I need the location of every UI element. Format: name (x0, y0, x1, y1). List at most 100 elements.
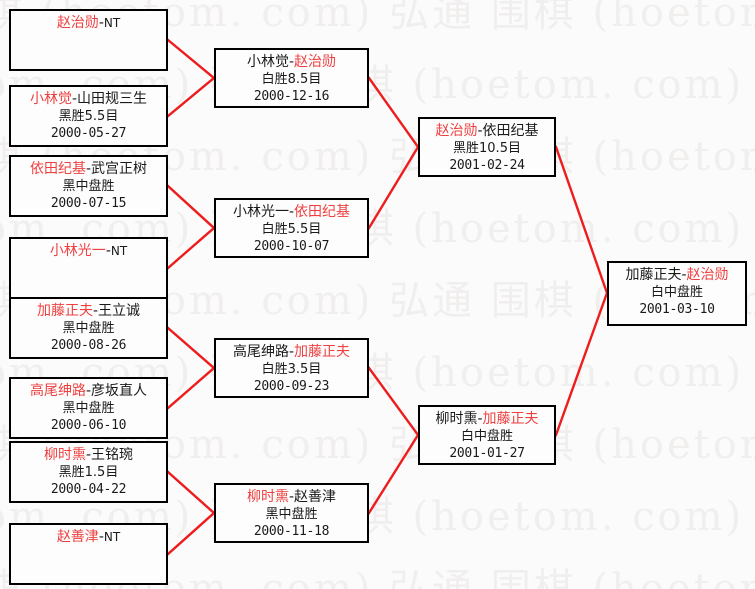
link-r1m4-r2m2 (166, 226, 216, 270)
match-date: 2000-08-26 (50, 337, 127, 353)
match-result: 白胜3.5目 (261, 361, 322, 377)
player-left: 赵治勋 (56, 15, 99, 31)
match-players: 小林光一-NT (11, 243, 166, 261)
player-left: 加藤正夫 (36, 303, 93, 319)
match-date: 2000-11-18 (253, 523, 330, 539)
match-date: 2000-12-16 (253, 88, 330, 104)
match-players: 小林觉-山田规三生 (11, 91, 166, 109)
player-left: 加藤正夫 (625, 267, 682, 283)
match-result: 黑中盘胜 (62, 178, 115, 194)
player-right: 武宫正树 (91, 161, 148, 177)
match-result: 黑胜10.5目 (453, 140, 521, 156)
player-right: 依田纪基 (482, 123, 539, 139)
link-r1m3-r2m2 (166, 184, 216, 230)
vs-separator: - (288, 204, 295, 220)
match-players: 高尾绅路-彦坂直人 (11, 383, 166, 401)
link-r1m1-r2m1 (166, 38, 216, 80)
player-right: 加藤正夫 (482, 411, 539, 427)
match-result: 白胜8.5目 (261, 71, 322, 87)
player-right: 赵治勋 (294, 54, 337, 70)
player-right: 山田规三生 (77, 91, 148, 107)
link-r3m1-final (554, 145, 609, 295)
match-date: 2000-06-10 (50, 417, 127, 433)
link-r1m6-r2m3 (166, 366, 216, 410)
match-box-r1m8[interactable]: 赵善津-NT (9, 523, 168, 585)
vs-separator: - (85, 447, 92, 463)
player-right: 加藤正夫 (294, 344, 351, 360)
match-players: 加藤正夫-王立诚 (11, 303, 166, 321)
match-date: 2000-09-23 (253, 378, 330, 394)
match-players: 赵治勋-NT (11, 15, 166, 33)
match-date: 2001-02-24 (449, 157, 525, 173)
player-right: 彦坂直人 (91, 383, 148, 399)
match-result: 黑胜5.5目 (58, 108, 119, 124)
match-date: 2000-07-15 (50, 195, 127, 211)
bye-label: NT (103, 530, 121, 544)
player-left: 小林觉 (246, 54, 289, 70)
match-players: 依田纪基-武宫正树 (11, 161, 166, 179)
match-date: 2001-01-27 (449, 445, 525, 461)
player-right: 王立诚 (98, 303, 141, 319)
vs-separator: - (477, 123, 483, 139)
match-players: 柳时熏-加藤正夫 (420, 411, 554, 429)
player-right: 王铭琬 (91, 447, 134, 463)
match-result: 白中盘胜 (460, 428, 513, 444)
match-date: 2000-10-07 (253, 238, 330, 254)
player-left: 高尾绅路 (29, 383, 86, 399)
link-r1m7-r2m4 (166, 470, 216, 515)
vs-separator: - (477, 411, 483, 427)
player-left: 小林光一 (232, 204, 289, 220)
vs-separator: - (105, 243, 111, 259)
link-r3m2-final (554, 291, 609, 437)
match-players: 高尾绅路-加藤正夫 (216, 344, 367, 362)
link-r1m8-r2m4 (166, 511, 216, 556)
link-r1m5-r2m3 (166, 326, 216, 370)
link-r2m1-r3m1 (367, 76, 420, 149)
vs-separator: - (288, 489, 295, 505)
link-r2m4-r3m2 (367, 433, 420, 515)
vs-separator: - (288, 344, 295, 360)
match-date: 2000-05-27 (50, 125, 127, 141)
vs-separator: - (98, 15, 104, 31)
match-result: 白中盘胜 (650, 284, 703, 300)
match-players: 加藤正夫-赵治勋 (609, 267, 745, 285)
match-date: 2000-04-22 (50, 481, 127, 497)
player-left: 小林觉 (29, 91, 72, 107)
vs-separator: - (681, 267, 687, 283)
match-players: 赵治勋-依田纪基 (420, 123, 554, 141)
match-players: 小林觉-赵治勋 (216, 54, 367, 72)
link-r1m2-r2m1 (166, 76, 216, 118)
match-players: 柳时熏-王铭琬 (11, 447, 166, 465)
player-left: 高尾绅路 (232, 344, 289, 360)
player-right: 依田纪基 (294, 204, 351, 220)
match-result: 黑中盘胜 (62, 400, 115, 416)
player-left: 柳时熏 (435, 411, 478, 427)
player-left: 依田纪基 (29, 161, 86, 177)
vs-separator: - (85, 383, 92, 399)
match-result: 黑中盘胜 (265, 506, 318, 522)
vs-separator: - (85, 161, 92, 177)
vs-separator: - (71, 91, 78, 107)
vs-separator: - (98, 529, 104, 545)
player-left: 赵治勋 (435, 123, 478, 139)
match-players: 赵善津-NT (11, 529, 166, 547)
match-players: 小林光一-依田纪基 (216, 204, 367, 222)
player-left: 小林光一 (49, 243, 106, 259)
player-left: 柳时熏 (43, 447, 86, 463)
match-box-r1m1[interactable]: 赵治勋-NT (9, 9, 168, 71)
link-r2m2-r3m1 (367, 145, 420, 230)
match-box-r1m4[interactable]: 小林光一-NT (9, 237, 168, 299)
